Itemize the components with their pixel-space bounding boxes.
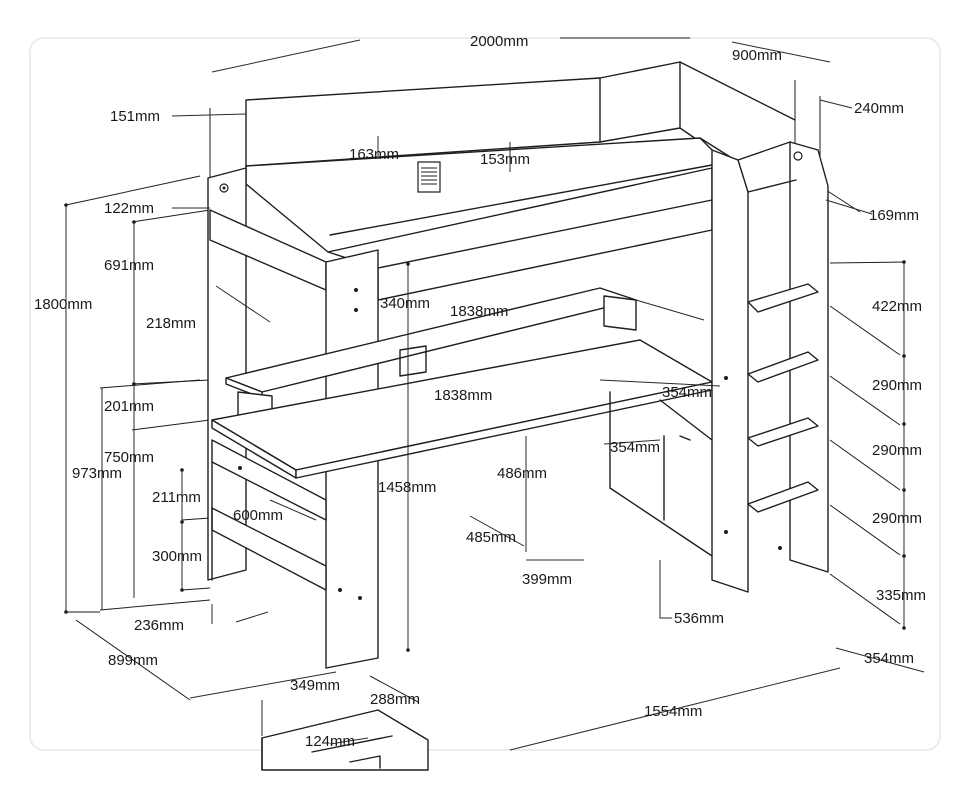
label-shelf-to-desk: 201mm	[104, 398, 154, 415]
label-drawer-height: 288mm	[370, 691, 420, 708]
label-bottom-gap: 300mm	[152, 548, 202, 565]
left-cabinet	[211, 439, 327, 591]
label-ladder-offset: 169mm	[869, 207, 919, 224]
drawer-unit	[261, 709, 429, 771]
label-rail-height: 153mm	[480, 151, 530, 168]
dimension-labels: 2000mm 900mm 151mm 240mm 163mm 153mm 122…	[34, 33, 926, 750]
label-total-height: 1800mm	[34, 296, 92, 313]
label-step-top: 422mm	[872, 298, 922, 315]
ladder-steps	[747, 283, 819, 513]
label-top-rail: 122mm	[104, 200, 154, 217]
desk-top	[211, 339, 713, 479]
label-unit-width: 399mm	[522, 571, 572, 588]
label-unit-offset: 536mm	[674, 610, 724, 627]
label-ladder-depth: 354mm	[864, 650, 914, 667]
left-end-frame	[207, 167, 327, 581]
label-upper-gap: 691mm	[104, 257, 154, 274]
label-lower-gap: 211mm	[152, 489, 201, 506]
label-base-depth: 485mm	[466, 529, 516, 546]
label-depth: 900mm	[732, 47, 782, 64]
label-base-length: 1554mm	[644, 703, 702, 720]
label-desk-riser: 354mm	[662, 384, 712, 401]
label-shelf-riser: 340mm	[380, 295, 430, 312]
label-unit-height: 486mm	[497, 465, 547, 482]
label-drawer-front: 124mm	[305, 733, 355, 750]
label-desk-height: 750mm	[104, 449, 154, 466]
upper-shelf	[225, 287, 637, 429]
vent-grille	[417, 161, 441, 193]
label-shelf-depth: 218mm	[146, 315, 196, 332]
label-side-depth: 354mm	[610, 439, 660, 456]
label-bottom-step: 335mm	[876, 587, 926, 604]
label-length: 2000mm	[470, 33, 528, 50]
label-step-gap-3: 290mm	[872, 510, 922, 527]
extension-lines	[65, 80, 906, 701]
label-ladder-width: 240mm	[854, 100, 904, 117]
label-left-height: 973mm	[72, 465, 122, 482]
label-base-width: 899mm	[108, 652, 158, 669]
label-rail-gap: 163mm	[349, 146, 399, 163]
label-desk-length: 1838mm	[434, 387, 492, 404]
label-drawer-width: 349mm	[290, 677, 340, 694]
label-step-gap-2: 290mm	[872, 442, 922, 459]
dimension-ticks	[64, 203, 906, 652]
label-step-gap-1: 290mm	[872, 377, 922, 394]
dimension-lines	[65, 37, 925, 751]
desk-underframe	[609, 391, 713, 557]
label-front-height: 1458mm	[378, 479, 436, 496]
label-shelf-length: 1838mm	[450, 303, 508, 320]
label-post-width: 151mm	[110, 108, 160, 125]
label-drawer-depth: 236mm	[134, 617, 184, 634]
label-desk-depth: 600mm	[233, 507, 283, 524]
